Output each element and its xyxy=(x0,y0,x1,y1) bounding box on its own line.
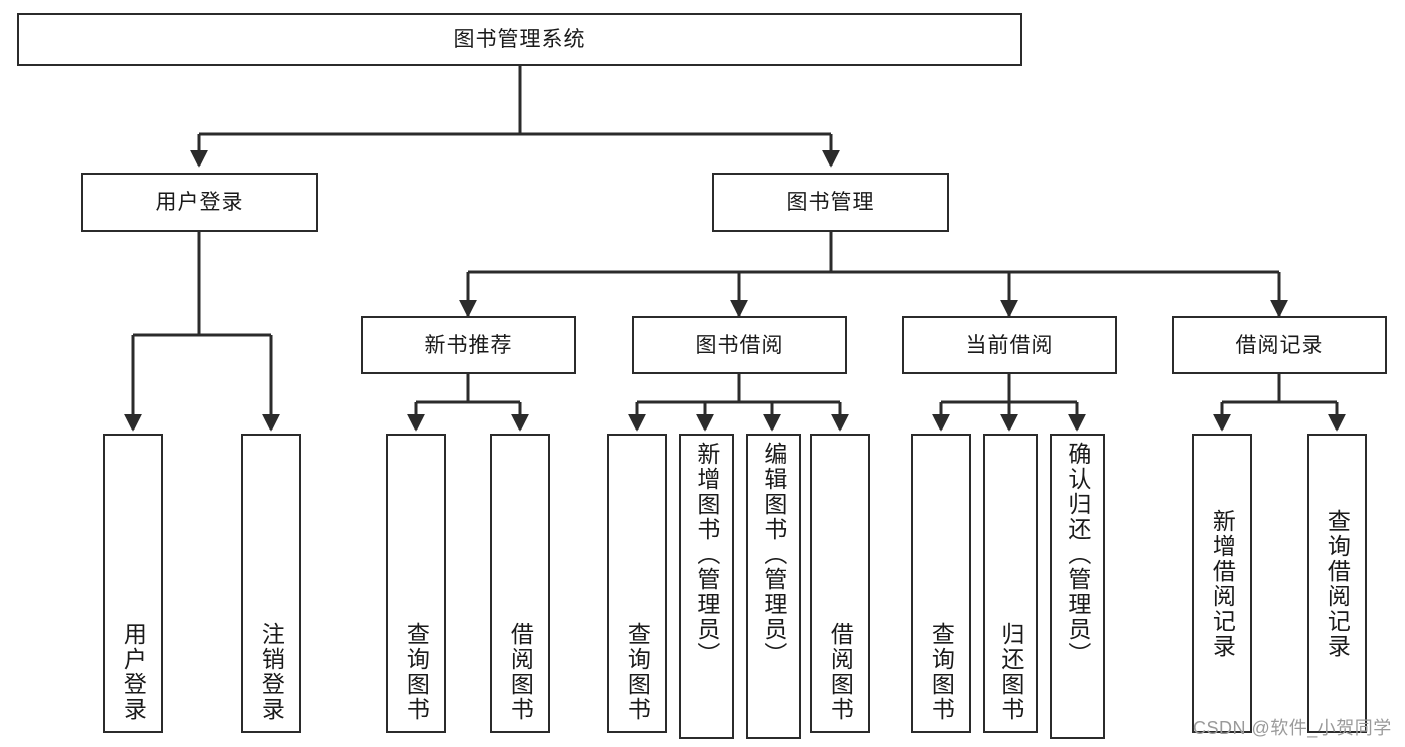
leaf-borrow-record-query-label: 查询借阅记录 xyxy=(1324,508,1351,659)
leaf-book-borrow-add[interactable]: 新增图书（管理员） xyxy=(679,434,734,739)
leaf-current-borrow-confirm-label: 确认归还（管理员） xyxy=(1064,442,1091,667)
leaf-book-borrow-query[interactable]: 查询图书 xyxy=(607,434,667,733)
node-borrow-record-label: 借阅记录 xyxy=(1235,333,1324,357)
node-book-management[interactable]: 图书管理 xyxy=(712,173,949,232)
leaf-user-login-logout[interactable]: 注销登录 xyxy=(241,434,301,733)
node-borrow-record[interactable]: 借阅记录 xyxy=(1172,316,1387,374)
leaf-user-login-login-label: 用户登录 xyxy=(120,622,147,722)
node-root[interactable]: 图书管理系统 xyxy=(17,13,1022,66)
node-user-login-label: 用户登录 xyxy=(155,191,244,214)
leaf-current-borrow-return-label: 归还图书 xyxy=(997,622,1024,722)
leaf-user-login-login[interactable]: 用户登录 xyxy=(103,434,163,733)
leaf-current-borrow-confirm[interactable]: 确认归还（管理员） xyxy=(1050,434,1105,739)
leaf-user-login-logout-label: 注销登录 xyxy=(258,622,285,722)
leaf-book-borrow-borrow-label: 借阅图书 xyxy=(827,622,854,722)
leaf-new-book-borrow[interactable]: 借阅图书 xyxy=(490,434,550,733)
node-new-book-recommend-label: 新书推荐 xyxy=(424,333,513,357)
node-current-borrow-label: 当前借阅 xyxy=(965,333,1054,357)
node-book-borrow-label: 图书借阅 xyxy=(695,333,784,357)
leaf-new-book-borrow-label: 借阅图书 xyxy=(507,622,534,722)
csdn-watermark: CSDN @软件_小贺同学 xyxy=(1193,718,1392,738)
leaf-book-borrow-query-label: 查询图书 xyxy=(624,622,651,722)
leaf-borrow-record-add-label: 新增借阅记录 xyxy=(1209,508,1236,659)
node-new-book-recommend[interactable]: 新书推荐 xyxy=(361,316,576,374)
leaf-book-borrow-borrow[interactable]: 借阅图书 xyxy=(810,434,870,733)
leaf-book-borrow-add-label: 新增图书（管理员） xyxy=(693,442,720,667)
node-current-borrow[interactable]: 当前借阅 xyxy=(902,316,1117,374)
leaf-book-borrow-edit-label: 编辑图书（管理员） xyxy=(760,442,787,667)
node-root-label: 图书管理系统 xyxy=(453,28,586,51)
leaf-new-book-query[interactable]: 查询图书 xyxy=(386,434,446,733)
leaf-book-borrow-edit[interactable]: 编辑图书（管理员） xyxy=(746,434,801,739)
leaf-current-borrow-return[interactable]: 归还图书 xyxy=(983,434,1038,733)
leaf-current-borrow-query-label: 查询图书 xyxy=(928,622,955,722)
node-user-login[interactable]: 用户登录 xyxy=(81,173,318,232)
leaf-new-book-query-label: 查询图书 xyxy=(403,622,430,722)
leaf-current-borrow-query[interactable]: 查询图书 xyxy=(911,434,971,733)
leaf-borrow-record-add[interactable]: 新增借阅记录 xyxy=(1192,434,1252,733)
node-book-management-label: 图书管理 xyxy=(786,191,875,214)
connector-lines xyxy=(124,66,1346,432)
leaf-borrow-record-query[interactable]: 查询借阅记录 xyxy=(1307,434,1367,733)
node-book-borrow[interactable]: 图书借阅 xyxy=(632,316,847,374)
